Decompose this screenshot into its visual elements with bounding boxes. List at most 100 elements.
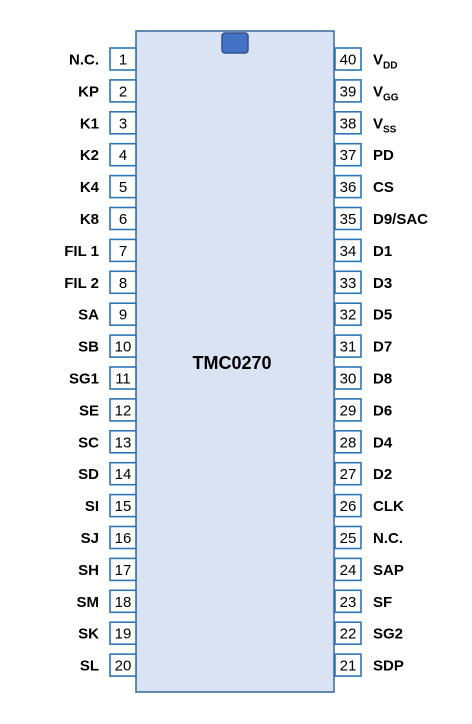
pin-3: 3 K1 [80, 111, 137, 135]
pin-box [334, 270, 362, 295]
pin-box [334, 653, 362, 677]
pin-box [334, 366, 362, 390]
pin-label: SB [78, 339, 99, 356]
pin-2: 2KP [78, 79, 137, 103]
pin-number: 11 [115, 371, 131, 388]
pin-box [109, 206, 137, 231]
pin-box [334, 461, 362, 486]
pin-label-text: V [373, 52, 383, 69]
pin-number: 36 [340, 179, 357, 196]
pin-label-text: SB [78, 339, 99, 356]
pin-box [109, 398, 137, 422]
pin-label: SG2 [373, 626, 403, 643]
pin-label-text: D2 [373, 466, 392, 483]
pin-box [334, 525, 362, 550]
pin-label: FIL 1 [64, 243, 99, 260]
pin-number: 2 [119, 83, 127, 100]
pin-number: 29 [340, 402, 357, 419]
pin-number: 25 [340, 530, 357, 547]
pin-9: 9 SA [78, 302, 137, 327]
pin-label: SAP [373, 562, 404, 579]
pin-label: D5 [373, 307, 392, 324]
pin-label-text: SC [78, 434, 99, 451]
pin-number: 8 [119, 275, 127, 292]
pin-number: 27 [340, 466, 357, 483]
pin-number: 9 [119, 307, 127, 324]
pin-box [109, 270, 137, 295]
pin-label-text: K2 [80, 147, 99, 164]
pin-label: D4 [373, 434, 393, 451]
pin-label-text: K8 [80, 211, 99, 228]
pin-label-text: SK [78, 626, 99, 643]
pin-label: SD [78, 466, 99, 483]
pin-box [334, 206, 362, 231]
pin-label-text: N.C. [69, 52, 99, 69]
pin-1: 1N.C. [69, 47, 137, 71]
pin-number: 33 [340, 275, 357, 292]
pin-number: 24 [340, 562, 357, 579]
pin-number: 26 [340, 498, 357, 515]
pin-label: SK [78, 626, 99, 643]
pin-box [109, 493, 137, 518]
pin-label: K2 [80, 147, 99, 164]
pin-box [334, 47, 362, 71]
pin-label: VSS [373, 115, 397, 135]
pin-number: 34 [340, 243, 357, 260]
pin-35: 35 D9/SAC [334, 206, 428, 231]
pin-label: CLK [373, 498, 404, 515]
pin-label: K4 [80, 179, 100, 196]
pin-label-text: SD [78, 466, 99, 483]
pin-label-text: SDP [373, 658, 404, 675]
pin-label: SA [78, 307, 99, 324]
pin-label-text: SG2 [373, 626, 403, 643]
chip-body [135, 30, 335, 693]
pin-number: 3 [119, 115, 127, 132]
pin-label: VDD [373, 52, 397, 72]
pin-26: 26 CLK [334, 493, 404, 518]
pin-box [109, 238, 137, 263]
pin-number: 17 [115, 562, 132, 579]
pin-label-text: K1 [80, 115, 99, 132]
pin-label-text: D9/SAC [373, 211, 428, 228]
pin-5: 5K4 [80, 174, 137, 199]
chip-name: TMC0270 [192, 353, 271, 373]
pin-number: 23 [340, 594, 357, 611]
pin-label-text: CLK [373, 498, 404, 515]
chip: TMC0270 [135, 30, 335, 693]
pin-label-text: CS [373, 179, 394, 196]
pin-label-text: SE [79, 402, 99, 419]
pin-label: D8 [373, 371, 392, 388]
pin-24: 24 SAP [334, 557, 404, 582]
pin-label: D7 [373, 339, 392, 356]
pin-22: 22 SG2 [334, 621, 403, 646]
pin-21: 21 SDP [334, 653, 404, 677]
pin-label-text: D4 [373, 434, 393, 451]
pin-label: SM [77, 594, 100, 611]
pin-number: 40 [340, 52, 357, 69]
pin-box [334, 557, 362, 582]
pin-number: 31 [340, 339, 357, 356]
pin-number: 38 [340, 115, 357, 132]
pin-27: 27 D2 [334, 461, 392, 486]
pin-number: 22 [340, 626, 357, 643]
pin-number: 21 [340, 658, 357, 675]
pin-number: 35 [340, 211, 357, 228]
pin-label-text: D5 [373, 307, 392, 324]
pin-label: N.C. [69, 52, 99, 69]
pin-31: 31 D7 [334, 334, 392, 358]
